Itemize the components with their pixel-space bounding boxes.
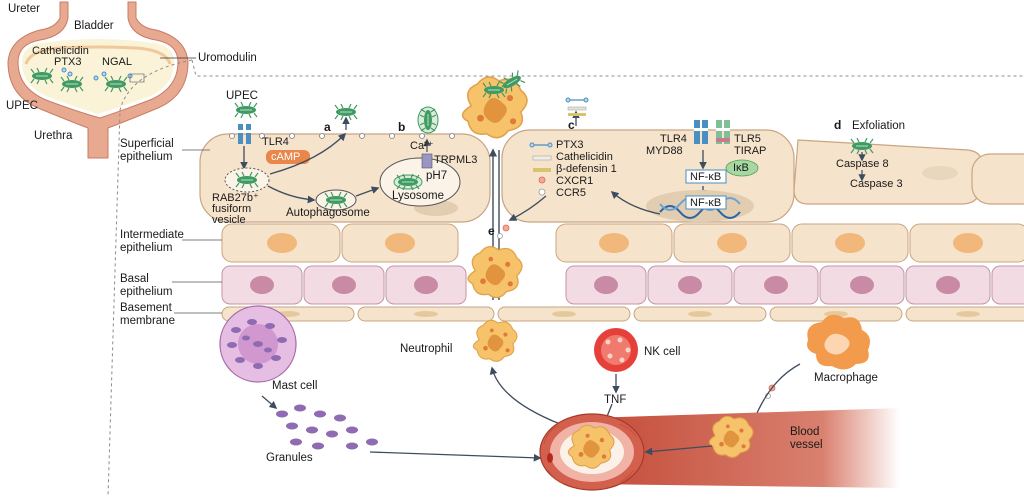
- tlr5-label: TLR5: [734, 133, 761, 145]
- ph-label: pH7: [426, 170, 448, 182]
- panel-b-letter: b: [398, 120, 406, 134]
- caspase3-label: Caspase 3: [850, 178, 903, 190]
- panel-d-letter: d: [834, 118, 842, 132]
- upec-bacterium: [334, 103, 358, 121]
- tlr5-receptor: [716, 120, 730, 144]
- legend-defensin-glyph: [533, 168, 551, 172]
- legend-defensin: β-defensin 1: [556, 163, 617, 175]
- ngal-label: NGAL: [102, 56, 132, 68]
- blood-vessel: [539, 408, 900, 491]
- tlr4-receptor: [694, 120, 708, 144]
- bladder-label: Bladder: [74, 20, 114, 32]
- lysosome-label: Lysosome: [392, 190, 444, 202]
- zoom-boundary: [107, 59, 193, 497]
- upec-bacterium: [234, 101, 258, 119]
- urethra-label: Urethra: [34, 130, 73, 142]
- nk-cell: [594, 328, 638, 372]
- granules: [276, 404, 378, 450]
- nfkb-nucleus-label: NF-κB: [690, 197, 722, 209]
- mast-cell-label: Mast cell: [272, 380, 318, 392]
- basement-membrane: [221, 306, 1024, 322]
- legend-cathelicidin-glyph: [532, 155, 552, 161]
- uromodulin-label: Uromodulin: [198, 52, 257, 64]
- nk-cell-label: NK cell: [644, 346, 681, 358]
- nfkb-cytoplasm-box: [685, 169, 727, 184]
- basal-epithelium: [221, 265, 1024, 305]
- ikb: [725, 159, 759, 177]
- camp-label: cAMP: [271, 151, 301, 163]
- exfoliation-label: Exfoliation: [852, 120, 906, 132]
- neutrophil-label: Neutrophil: [400, 343, 453, 355]
- intermediate-epithelium: [221, 223, 1024, 263]
- caspase8-label: Caspase 8: [836, 158, 889, 170]
- cathelicidin-label: Cathelicidin: [32, 45, 89, 57]
- granules-label: Granules: [266, 452, 313, 464]
- legend-cxcr1: CXCR1: [556, 175, 594, 187]
- panel-c-signalling: [508, 97, 759, 222]
- legend-ccr5: CCR5: [556, 187, 586, 199]
- transmigrating-neutrophil: [467, 246, 523, 299]
- legend-cathelicidin: Cathelicidin: [556, 151, 613, 163]
- trpml3-label: TRPML3: [434, 154, 478, 166]
- tlr4-label: TLR4: [660, 133, 687, 145]
- panel-e-letter: e: [488, 224, 495, 238]
- tnf-label: TNF: [604, 394, 627, 406]
- panel-b-lysosome: [379, 106, 461, 207]
- tlr4-receptor: [238, 124, 243, 144]
- nfkb-cytoplasm-label: NF-κB: [690, 171, 722, 183]
- ikb-label: IκB: [733, 162, 749, 174]
- tirap-label: TIRAP: [734, 145, 767, 157]
- neutrophil: [472, 319, 518, 362]
- nfkb-nucleus-box: [685, 195, 727, 210]
- panel-c-letter: c: [568, 118, 575, 132]
- macrophage-label: Macrophage: [814, 372, 878, 384]
- legend-ptx3: PTX3: [556, 139, 584, 151]
- neutrophil-phagocytosis: [461, 68, 528, 139]
- upec-label: UPEC: [6, 100, 38, 112]
- myd88-label: MYD88: [646, 145, 683, 157]
- camp-box: [266, 150, 310, 164]
- legend-cxcr1-glyph: [538, 176, 546, 184]
- secreted-ptx3: [565, 97, 589, 103]
- macrophage: [807, 314, 870, 370]
- panel-d-exfoliation: [850, 137, 874, 182]
- bladder-inset: [7, 1, 196, 159]
- legend-ptx3-glyph: [529, 142, 553, 148]
- calcium-label: Ca²⁺: [410, 140, 434, 152]
- panel-a-upec-label: UPEC: [226, 90, 258, 102]
- panel-a-exocytosis: [224, 101, 380, 211]
- ptx3-label: PTX3: [54, 56, 82, 68]
- panel-e-chemotaxis: [467, 224, 523, 299]
- ureter-label: Ureter: [8, 3, 40, 15]
- legend-ccr5-glyph: [538, 188, 546, 196]
- autophagosome-label: Autophagosome: [286, 207, 370, 219]
- panel-a-letter: a: [324, 120, 331, 134]
- panel-a-tlr4-label: TLR4: [262, 136, 289, 148]
- trpml3-channel: [421, 153, 433, 169]
- mast-cell: [219, 305, 297, 383]
